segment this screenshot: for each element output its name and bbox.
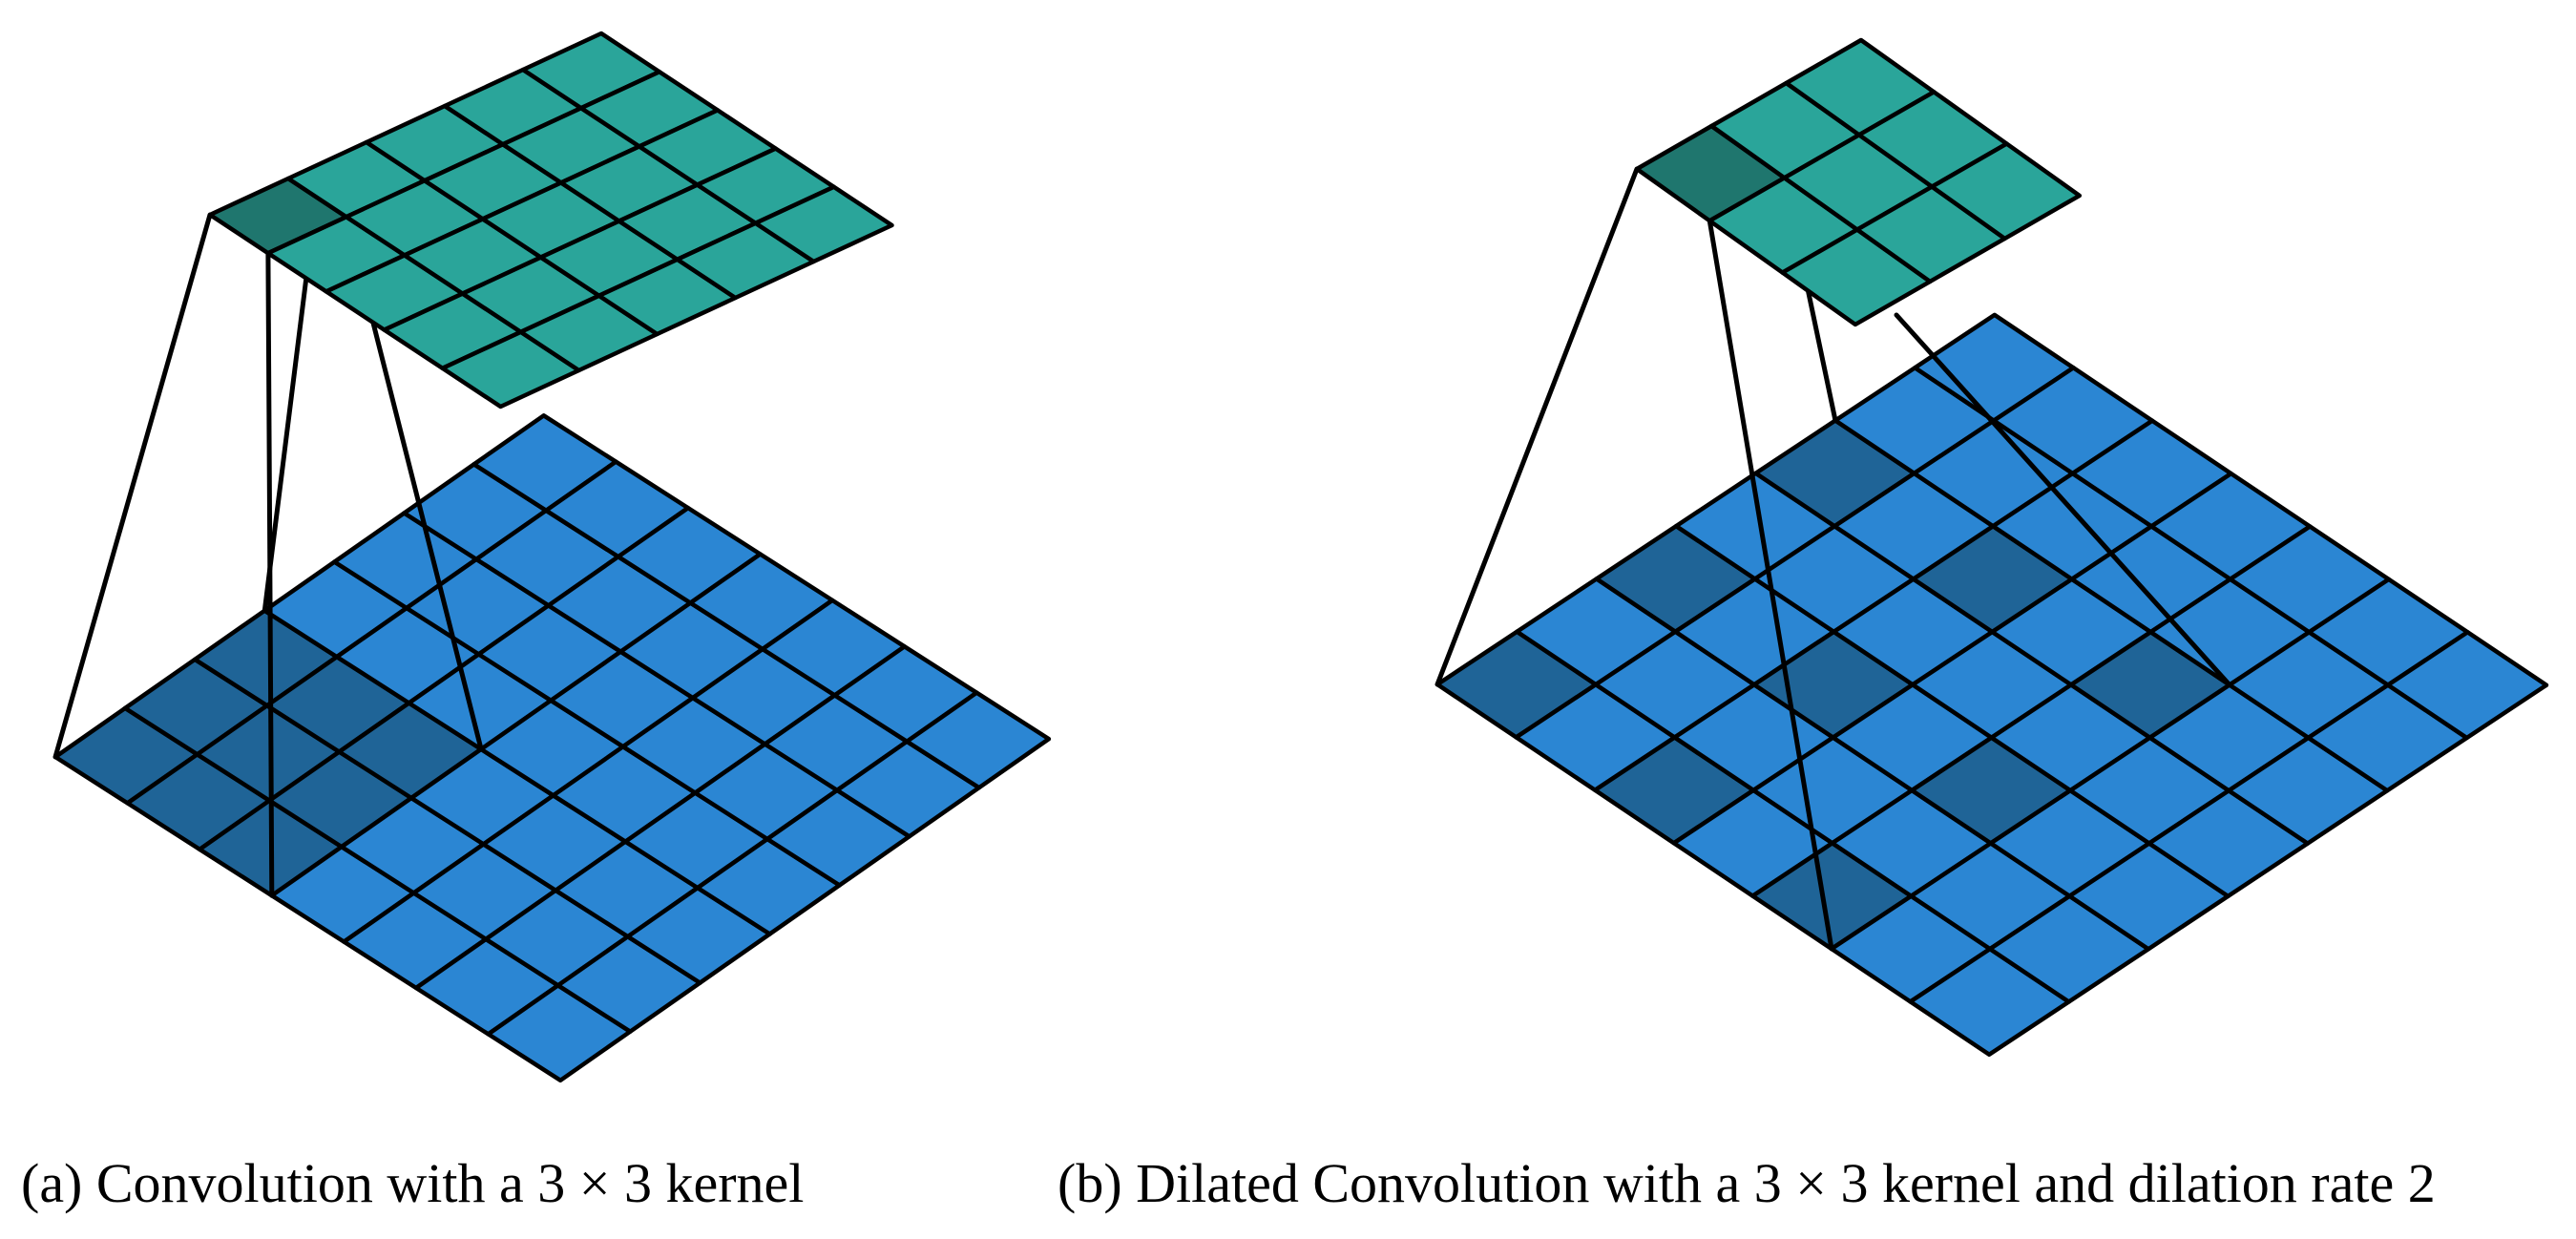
grid-cell bbox=[904, 690, 1052, 790]
projection-line bbox=[1707, 218, 1834, 952]
projection-line bbox=[1894, 312, 2232, 687]
caption-a: (a) Convolution with a 3 × 3 kernel bbox=[21, 1152, 805, 1214]
input-grid bbox=[1435, 312, 2549, 1058]
caption-b: (b) Dilated Convolution with a 3 × 3 ker… bbox=[1058, 1152, 2436, 1214]
projection-line bbox=[262, 274, 309, 614]
panel-a-standard-convolution bbox=[52, 31, 1052, 1083]
grid-cell bbox=[2385, 630, 2549, 741]
input-grid bbox=[52, 413, 1052, 1083]
panel-b-dilated-convolution bbox=[1435, 37, 2549, 1058]
projection-line bbox=[1435, 166, 1640, 687]
output-grid bbox=[207, 31, 894, 410]
grid-cell bbox=[1929, 141, 2083, 242]
output-grid bbox=[1634, 37, 2083, 327]
grid-cell bbox=[753, 184, 894, 264]
projection-line bbox=[52, 212, 213, 760]
